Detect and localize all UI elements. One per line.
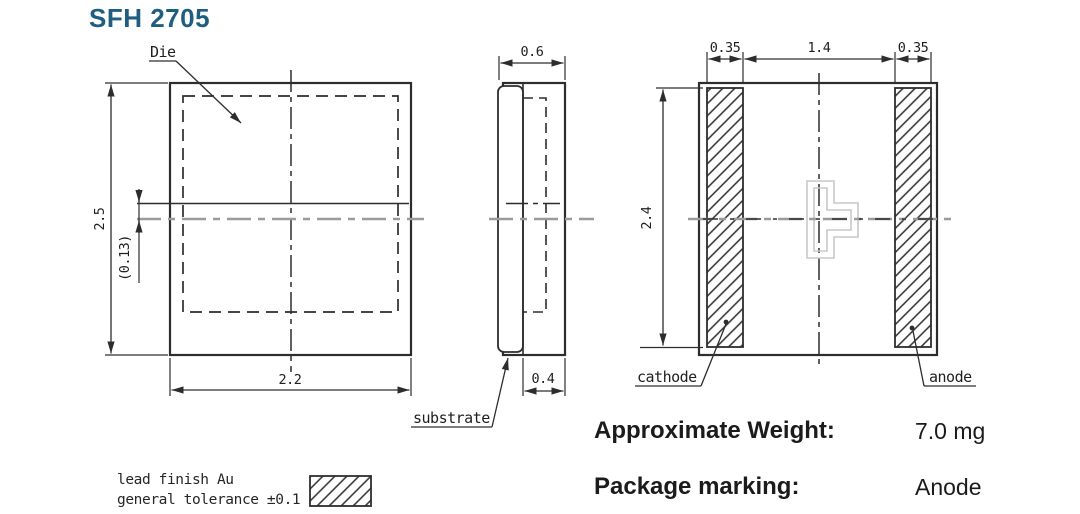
front-view: 2.5 (0.13) 2.2 Die — [92, 43, 424, 396]
cathode-leader-dot — [723, 319, 729, 325]
die-leader-line — [175, 60, 242, 124]
anode-label: anode — [929, 368, 972, 386]
anode-pad — [894, 87, 932, 348]
dim-pad-width-left-label: 0.35 — [710, 40, 741, 56]
side-view: 0.6 0.4 substrate — [411, 44, 594, 428]
dim-height-label: 2.5 — [92, 207, 108, 230]
dim-width-label: 2.2 — [279, 372, 302, 388]
dim-pad-height-label: 2.4 — [639, 206, 655, 229]
legend-lead-finish: lead finish Au — [117, 472, 234, 488]
legend-swatch — [309, 475, 372, 507]
die-label: Die — [150, 43, 176, 61]
dim-total-thickness-label: 0.6 — [521, 44, 544, 60]
cathode-label: cathode — [637, 368, 697, 386]
dim-pad-width-right-label: 0.35 — [898, 40, 929, 56]
approximate-weight-label: Approximate Weight: — [594, 417, 835, 444]
dim-die-offset-label: (0.13) — [117, 235, 133, 281]
package-marking-label: Package marking: — [594, 473, 800, 500]
substrate-label: substrate — [413, 409, 490, 427]
legend-general-tolerance: general tolerance ±0.1 — [117, 492, 301, 508]
package-marking-inner — [813, 187, 852, 252]
package-marking-outer — [806, 180, 859, 259]
dim-body-thickness-label: 0.4 — [532, 371, 555, 387]
page-title: SFH 2705 — [89, 3, 211, 33]
side-die-outline — [523, 97, 547, 313]
package-marking-value: Anode — [915, 474, 982, 500]
dim-center-width-label: 1.4 — [808, 40, 831, 56]
cathode-leader-line — [700, 323, 727, 387]
anode-leader-line — [912, 330, 925, 387]
hatch-legend-box — [309, 475, 372, 507]
cathode-pad — [706, 87, 744, 348]
anode-leader-dot — [909, 325, 915, 331]
approximate-weight-value: 7.0 mg — [915, 418, 986, 444]
bottom-view: 0.35 1.4 0.35 2.4 cathode anode — [635, 40, 976, 387]
substrate-leader-line — [491, 357, 509, 428]
